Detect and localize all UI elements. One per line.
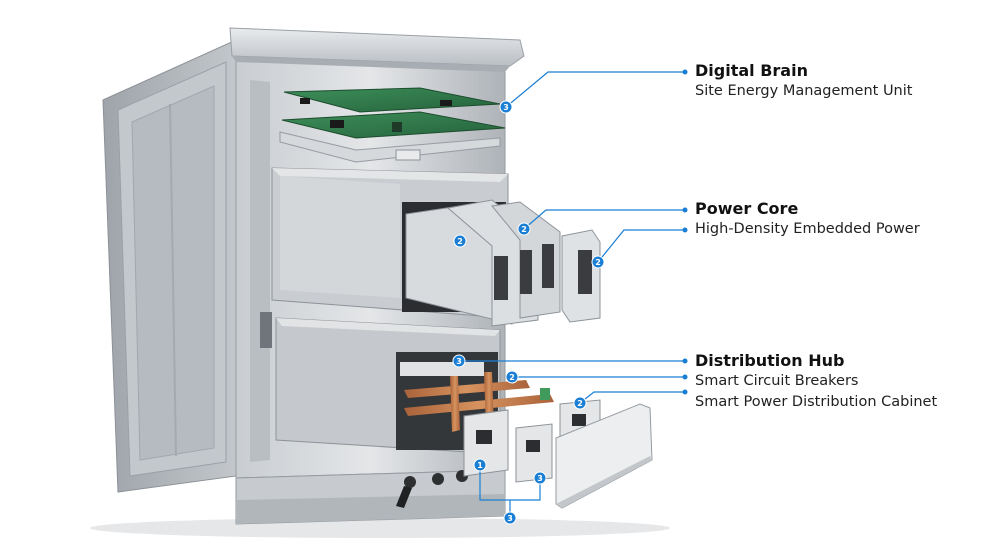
- floor-shadow: [90, 518, 670, 538]
- svg-text:3: 3: [456, 357, 462, 366]
- callout-line-brain: [505, 71, 685, 108]
- digital-brain-module: [279, 87, 506, 163]
- svg-text:2: 2: [521, 225, 527, 234]
- badge: 3: [503, 511, 517, 525]
- label-item: Smart Circuit Breakers: [695, 373, 859, 389]
- badge: 2: [573, 396, 587, 410]
- cable-gland: [432, 473, 444, 485]
- svg-text:2: 2: [595, 258, 601, 267]
- badge: 3: [533, 471, 547, 485]
- svg-text:2: 2: [457, 237, 463, 246]
- badge: 2: [517, 222, 531, 236]
- callout-line-power-a: [523, 209, 685, 230]
- label-title: Power Core: [695, 199, 799, 218]
- svg-text:1: 1: [477, 461, 483, 470]
- badge: 3: [452, 354, 466, 368]
- callout-end-dots: [682, 69, 688, 395]
- label-distribution-hub: Distribution Hub Smart Circuit Breakers …: [695, 351, 937, 413]
- svg-text:3: 3: [503, 103, 509, 112]
- badge: 2: [453, 234, 467, 248]
- label-power-core: Power Core High-Density Embedded Power: [695, 199, 920, 240]
- svg-text:2: 2: [509, 373, 515, 382]
- badge: 1: [473, 458, 487, 472]
- label-digital-brain: Digital Brain Site Energy Management Uni…: [695, 61, 912, 102]
- svg-text:2: 2: [577, 399, 583, 408]
- badge: 3: [499, 100, 513, 114]
- power-modules: [405, 199, 601, 327]
- badge: 2: [591, 255, 605, 269]
- label-subtitle: Site Energy Management Unit: [695, 83, 913, 99]
- label-title: Distribution Hub: [695, 351, 845, 370]
- vent-grille: [260, 312, 272, 348]
- label-item: Smart Power Distribution Cabinet: [695, 394, 938, 410]
- cabinet-door: [102, 39, 237, 493]
- distribution-cover-panel: [555, 403, 653, 509]
- badge: 2: [505, 370, 519, 384]
- label-title: Digital Brain: [695, 61, 808, 80]
- svg-text:3: 3: [507, 514, 513, 523]
- label-subtitle: High-Density Embedded Power: [695, 221, 920, 237]
- cabinet-roof: [229, 27, 525, 72]
- svg-text:3: 3: [537, 474, 543, 483]
- cable-gland: [404, 476, 416, 488]
- callout-line-power-b: [597, 229, 685, 263]
